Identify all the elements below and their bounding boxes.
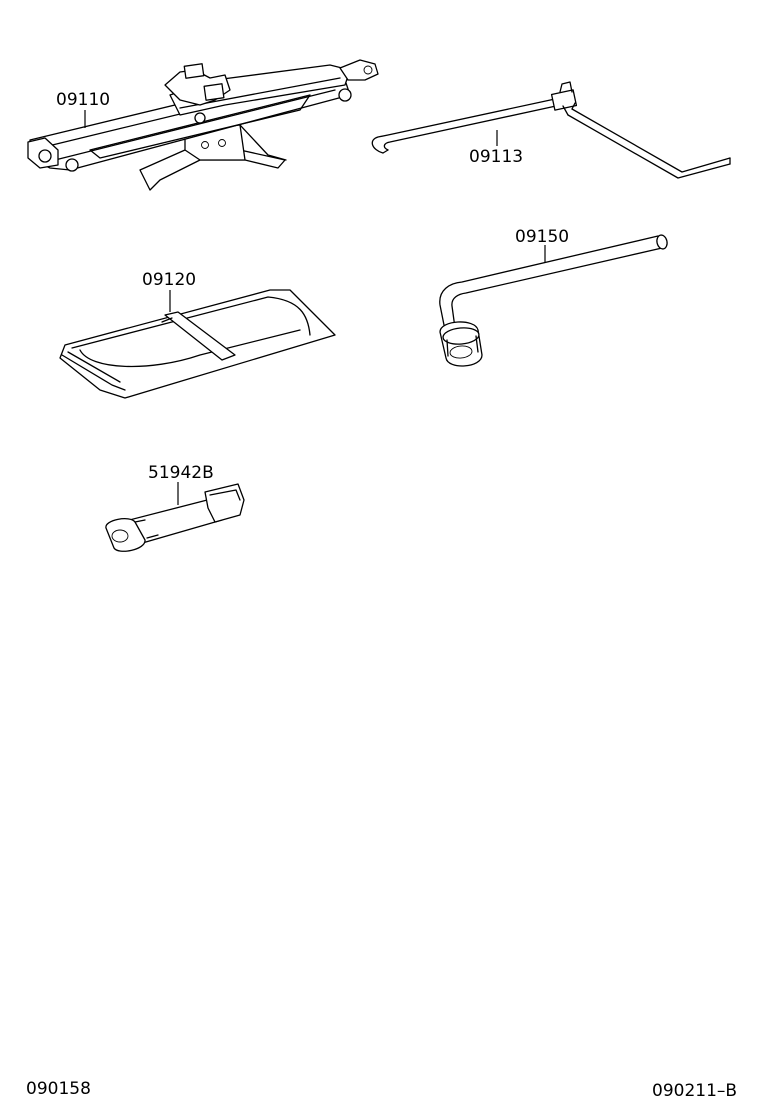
footer-left-code: 090158: [26, 1079, 91, 1099]
wheel-nut-wrench-illustration: [439, 234, 668, 367]
tool-bag-illustration: [59, 289, 336, 399]
part-label-09150: 09150: [515, 227, 569, 247]
jack-handle-illustration: [371, 81, 731, 179]
part-label-09110: 09110: [56, 90, 110, 110]
part-label-09120: 09120: [142, 270, 196, 290]
footer-right-code: 090211–B: [652, 1081, 737, 1101]
part-label-09113: 09113: [469, 147, 523, 167]
jack-illustration: [27, 59, 379, 191]
part-label-51942B: 51942B: [148, 463, 214, 483]
plug-wrench-illustration: [105, 483, 245, 552]
